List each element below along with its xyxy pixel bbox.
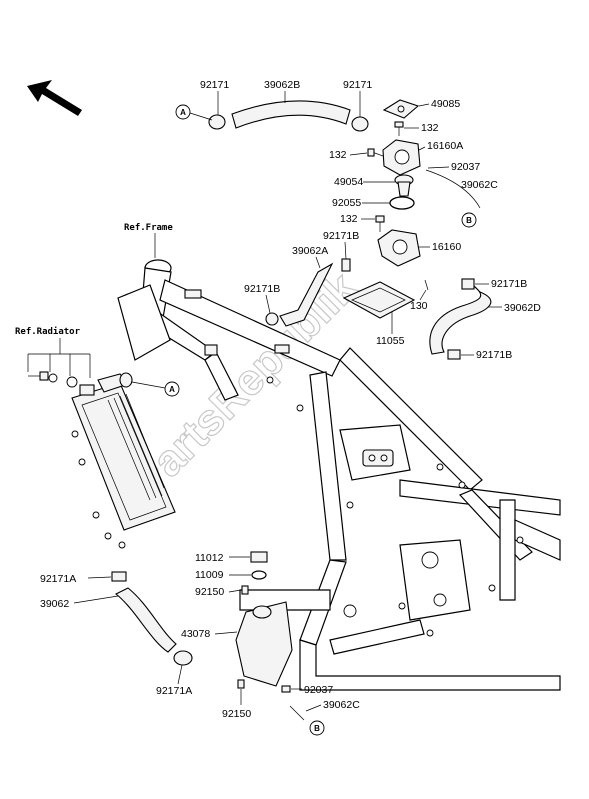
label-39062: 39062 bbox=[40, 598, 69, 610]
direction-arrow-icon bbox=[27, 80, 82, 116]
bolt-130 bbox=[424, 279, 429, 291]
bolt-92150-bottom bbox=[237, 679, 245, 689]
label-16160a: 16160A bbox=[427, 140, 463, 152]
label-92171b-left: 92171B bbox=[244, 283, 280, 295]
o-ring-92055 bbox=[389, 196, 415, 210]
hose-39062 bbox=[114, 587, 177, 653]
clamp-92171b-left bbox=[265, 312, 279, 326]
hose-39062c-top bbox=[425, 169, 481, 209]
label-49054: 49054 bbox=[334, 176, 363, 188]
hose-39062d bbox=[429, 285, 492, 355]
label-92171-top-left: 92171 bbox=[200, 79, 229, 91]
bracket-11055 bbox=[342, 281, 416, 319]
label-11012: 11012 bbox=[195, 552, 224, 564]
connector-a-top: A bbox=[175, 104, 191, 120]
bolt-92150-top bbox=[241, 585, 249, 595]
clamp-92171b-a bbox=[341, 258, 351, 272]
label-92171b-right: 92171B bbox=[491, 278, 527, 290]
label-132-top: 132 bbox=[421, 122, 439, 134]
hose-39062b bbox=[231, 100, 351, 129]
clamp-92037-bottom bbox=[281, 685, 291, 693]
label-92037-bottom: 92037 bbox=[304, 684, 333, 696]
label-39062b: 39062B bbox=[264, 79, 300, 91]
label-11009: 11009 bbox=[195, 569, 224, 581]
label-92055: 92055 bbox=[332, 197, 361, 209]
clamp-92171a-top bbox=[111, 571, 127, 582]
label-16160: 16160 bbox=[432, 241, 461, 253]
reservoir-cap-11012 bbox=[250, 551, 268, 563]
clamp-92171b-right bbox=[461, 278, 475, 290]
ref-radiator-label: Ref.Radiator bbox=[15, 326, 81, 337]
connector-b-bottom-label: B bbox=[314, 724, 320, 733]
label-92150-bottom: 92150 bbox=[222, 708, 251, 720]
radiator bbox=[28, 371, 176, 549]
thermostat-housing-16160 bbox=[377, 229, 421, 267]
thermostat-49054 bbox=[394, 174, 414, 197]
label-92171a-top: 92171A bbox=[40, 573, 76, 585]
label-92171-top-right: 92171 bbox=[343, 79, 372, 91]
label-11055: 11055 bbox=[376, 335, 405, 347]
connector-a-radiator: A bbox=[164, 381, 180, 397]
label-39062a: 39062A bbox=[292, 245, 328, 257]
clamp-92171a-bottom bbox=[173, 650, 193, 666]
label-39062c-top: 39062C bbox=[461, 179, 498, 191]
label-92150-top: 92150 bbox=[195, 586, 224, 598]
hose-39062a bbox=[279, 262, 334, 327]
bolt-132-lower bbox=[375, 215, 385, 232]
part-labels: 92171 39062B 92171 49085 132 16160A 132 … bbox=[40, 79, 541, 720]
connector-b-bottom: B bbox=[309, 720, 325, 736]
thermostat-housing-cap-49085 bbox=[382, 99, 420, 119]
label-92171b-bottom: 92171B bbox=[476, 349, 512, 361]
connector-a-radiator-label: A bbox=[169, 385, 175, 394]
reservoir-tank-43078 bbox=[235, 601, 293, 687]
clamp-92171-right bbox=[351, 116, 369, 132]
frame-assembly bbox=[117, 259, 561, 691]
label-39062c-bottom: 39062C bbox=[323, 699, 360, 711]
label-132-mid-left: 132 bbox=[329, 149, 347, 161]
label-132-lower: 132 bbox=[340, 213, 358, 225]
label-92037-top: 92037 bbox=[451, 161, 480, 173]
thermostat-housing-16160a bbox=[382, 139, 421, 176]
clamp-92171b-bottom bbox=[447, 349, 461, 360]
radiator-core-fins bbox=[107, 393, 165, 501]
label-49085: 49085 bbox=[431, 98, 460, 110]
label-130: 130 bbox=[410, 300, 428, 312]
ref-frame-label: Ref.Frame bbox=[124, 223, 173, 233]
bolt-132-top bbox=[394, 121, 404, 136]
label-39062d: 39062D bbox=[504, 302, 541, 314]
connector-b-top: B bbox=[461, 212, 477, 228]
gasket-11009 bbox=[251, 570, 267, 580]
hose-39062c-bottom bbox=[289, 705, 305, 721]
clamp-92171-left bbox=[208, 114, 226, 130]
connector-b-top-label: B bbox=[466, 216, 472, 225]
bolt-132-mid bbox=[367, 148, 384, 157]
label-43078: 43078 bbox=[181, 628, 210, 640]
connector-a-top-label: A bbox=[180, 108, 186, 117]
label-92171b-a: 92171B bbox=[323, 230, 359, 242]
label-92171a-bottom: 92171A bbox=[156, 685, 192, 697]
